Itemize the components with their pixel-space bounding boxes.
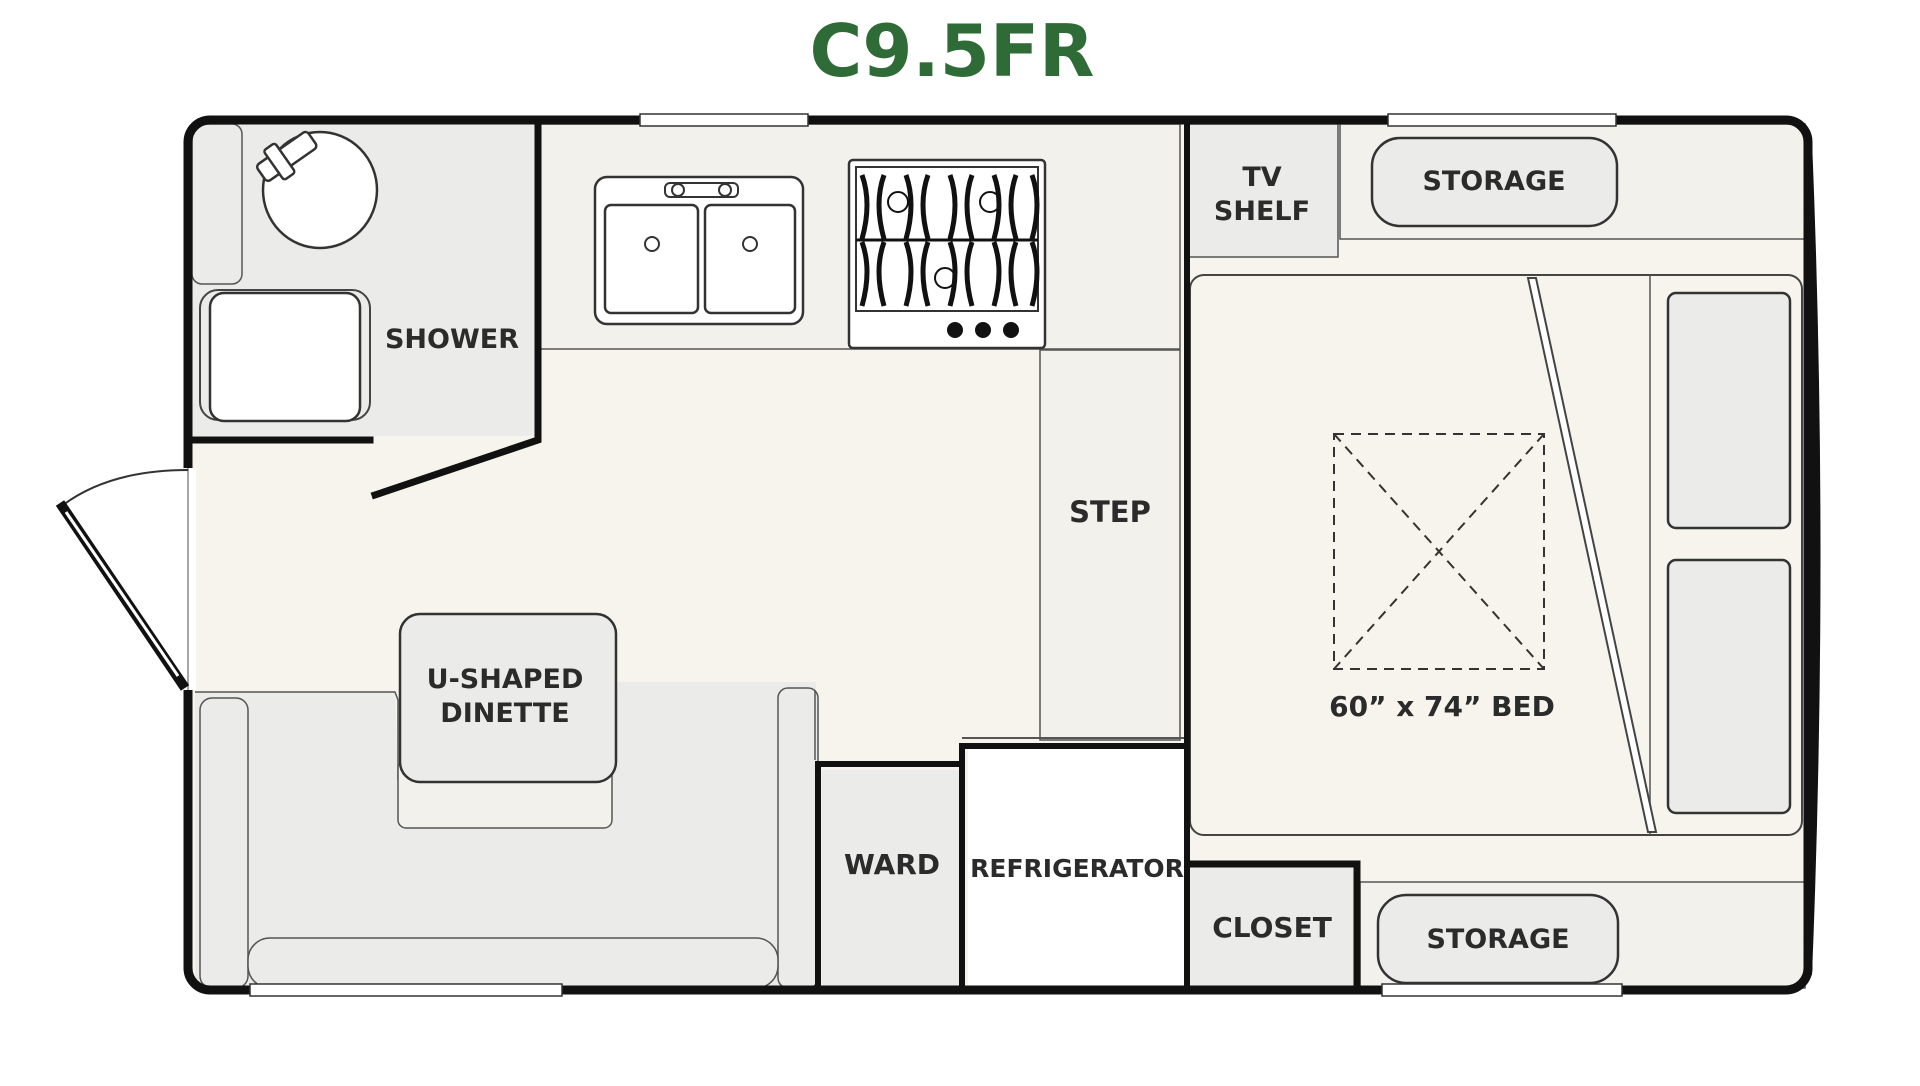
skylight-icon (1333, 433, 1545, 670)
shower-label: SHOWER (385, 324, 519, 355)
step-area (1039, 349, 1181, 741)
stove-icon (847, 158, 1047, 350)
refrigerator-label: REFRIGERATOR (970, 854, 1184, 883)
storage-bottom (1376, 893, 1620, 985)
tv-shelf-label-line1: TV (1242, 162, 1281, 193)
bathroom: SHOWER (191, 123, 535, 436)
storage-bottom-label: STORAGE (1426, 924, 1569, 955)
ward-label: WARD (844, 848, 940, 881)
sink-icon (593, 175, 805, 326)
dinette-label-line1: U-SHAPED (427, 664, 584, 695)
bed: 60” x 74” BED (1189, 274, 1803, 836)
dinette-label-line2: DINETTE (440, 698, 569, 729)
toilet-icon (255, 130, 379, 250)
bed-label: 60” x 74” BED (1329, 690, 1555, 723)
storage-top (1370, 136, 1619, 228)
dinette-table (398, 612, 618, 784)
kitchen-counter (539, 123, 1181, 350)
bed-cabinet-lower (1666, 558, 1792, 815)
step-label: STEP (1069, 495, 1151, 529)
closet (1190, 866, 1358, 988)
tv-shelf-label-line2: SHELF (1214, 196, 1310, 227)
storage-top-label: STORAGE (1422, 166, 1565, 197)
door-icon (55, 468, 196, 691)
windows (249, 113, 1623, 997)
refrigerator (968, 748, 1186, 988)
plan-title: C9.5FR (809, 9, 1094, 93)
tv-shelf (1184, 123, 1339, 258)
dinette: U-SHAPED DINETTE (195, 612, 819, 989)
closet-label: CLOSET (1212, 911, 1332, 944)
bed-cabinet-upper (1666, 291, 1792, 530)
interior-walls (188, 120, 1361, 992)
wardrobe (822, 770, 962, 988)
